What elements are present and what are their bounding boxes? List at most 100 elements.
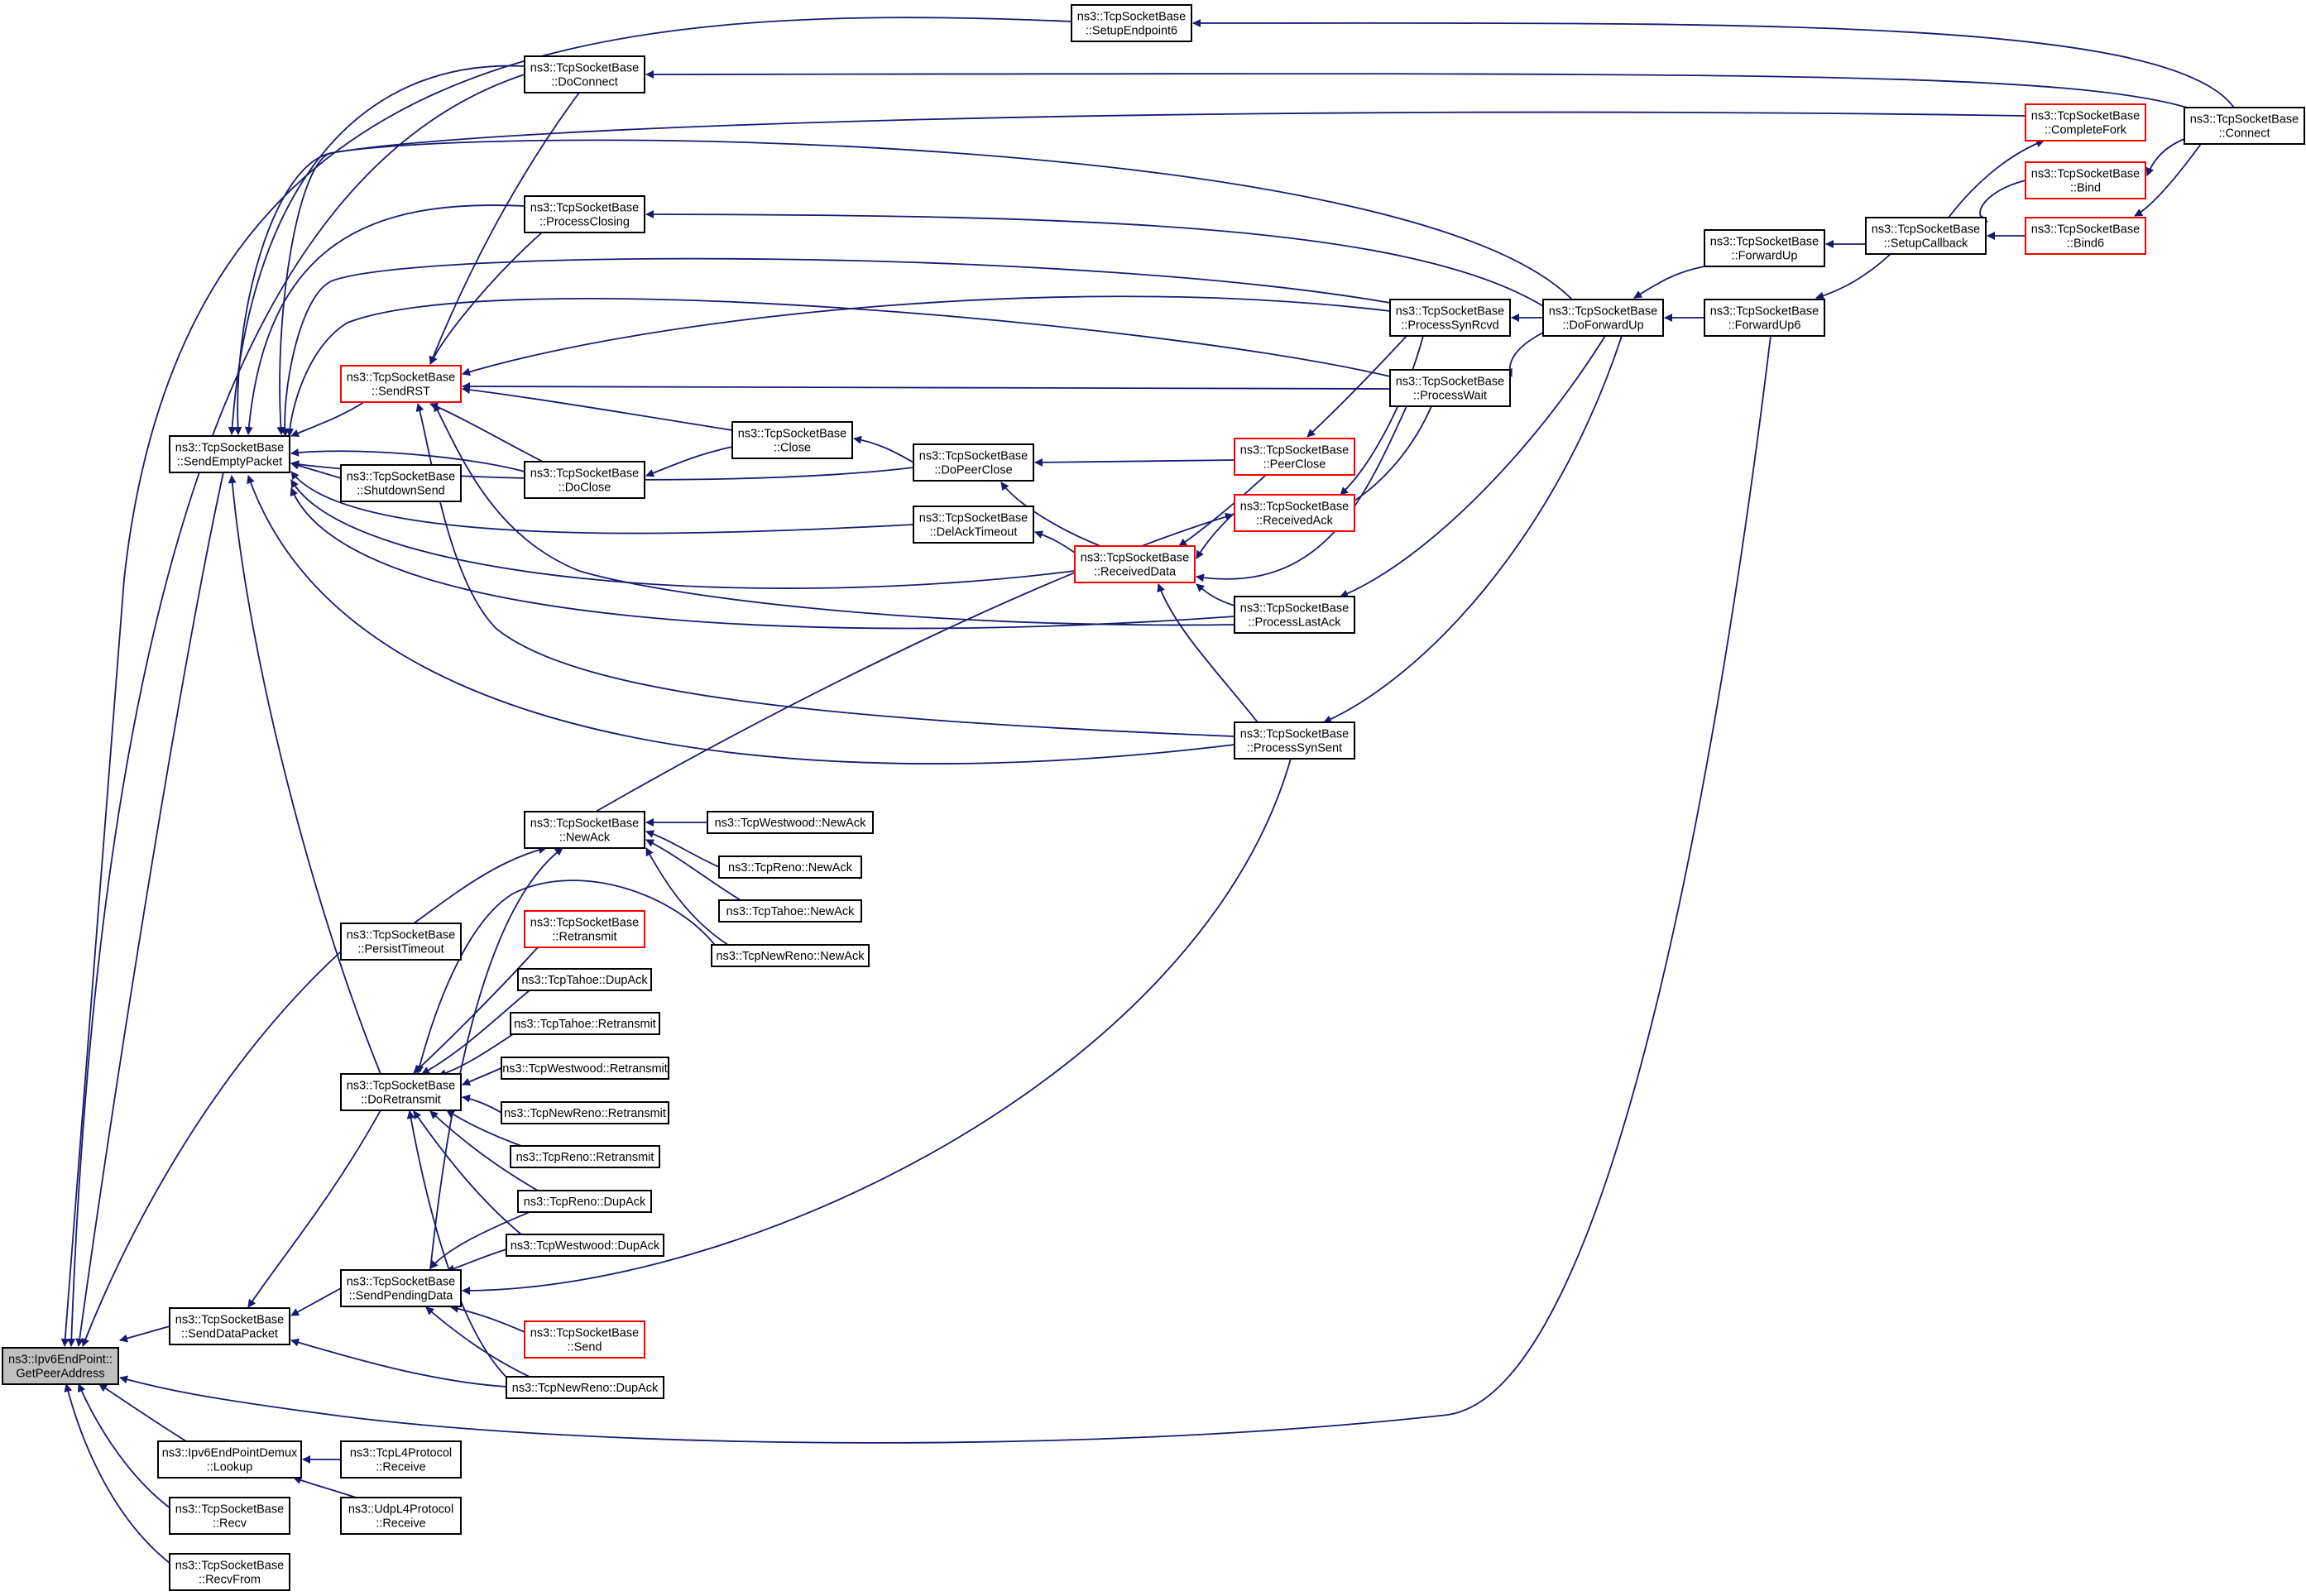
- node-dopeerclose[interactable]: ns3::TcpSocketBase::DoPeerClose: [913, 443, 1034, 482]
- node-reno_retx[interactable]: ns3::TcpReno::Retransmit: [510, 1145, 660, 1168]
- node-box[interactable]: [169, 1307, 290, 1345]
- node-box[interactable]: [1865, 217, 1987, 255]
- node-box[interactable]: [169, 435, 290, 473]
- node-connect[interactable]: ns3::TcpSocketBase::Connect: [2184, 107, 2305, 145]
- node-box[interactable]: [707, 811, 874, 834]
- node-box[interactable]: [157, 1440, 302, 1479]
- node-doclose[interactable]: ns3::TcpSocketBase::DoClose: [524, 461, 645, 499]
- node-close[interactable]: ns3::TcpSocketBase::Close: [731, 421, 853, 459]
- node-box[interactable]: [340, 464, 462, 502]
- node-westwood_retx[interactable]: ns3::TcpWestwood::Retransmit: [501, 1057, 669, 1080]
- node-completefork[interactable]: ns3::TcpSocketBase::CompleteFork: [2025, 103, 2146, 141]
- node-box[interactable]: [2025, 161, 2146, 199]
- node-sendpending[interactable]: ns3::TcpSocketBase::SendPendingData: [340, 1269, 462, 1307]
- node-box[interactable]: [340, 365, 462, 403]
- node-box[interactable]: [524, 461, 645, 499]
- node-sendrst[interactable]: ns3::TcpSocketBase::SendRST: [340, 365, 462, 403]
- node-senddata[interactable]: ns3::TcpSocketBase::SendDataPacket: [169, 1307, 290, 1345]
- node-box[interactable]: [510, 1012, 660, 1035]
- node-peerclose[interactable]: ns3::TcpSocketBase::PeerClose: [1234, 438, 1355, 476]
- node-processclosing[interactable]: ns3::TcpSocketBase::ProcessClosing: [524, 195, 645, 233]
- node-retransmit[interactable]: ns3::TcpSocketBase::Retransmit: [524, 910, 645, 948]
- node-box[interactable]: [517, 1190, 652, 1213]
- node-doretransmit[interactable]: ns3::TcpSocketBase::DoRetransmit: [340, 1073, 462, 1111]
- node-box[interactable]: [2025, 103, 2146, 141]
- node-box[interactable]: [718, 899, 862, 923]
- node-box[interactable]: [913, 443, 1034, 482]
- node-shutdownsend[interactable]: ns3::TcpSocketBase::ShutdownSend: [340, 464, 462, 502]
- node-reno_dupack[interactable]: ns3::TcpReno::DupAck: [517, 1190, 652, 1213]
- node-box[interactable]: [524, 1320, 645, 1359]
- node-newreno_newack[interactable]: ns3::TcpNewReno::NewAck: [711, 944, 870, 967]
- node-tcpl4[interactable]: ns3::TcpL4Protocol::Receive: [340, 1440, 462, 1479]
- node-box[interactable]: [2025, 217, 2146, 255]
- node-reno_newack[interactable]: ns3::TcpReno::NewAck: [718, 856, 862, 879]
- node-box[interactable]: [524, 811, 645, 849]
- node-udpl4[interactable]: ns3::UdpL4Protocol::Receive: [340, 1497, 462, 1535]
- node-box[interactable]: [2184, 107, 2305, 145]
- node-box[interactable]: [524, 55, 645, 93]
- node-persisttimeout[interactable]: ns3::TcpSocketBase::PersistTimeout: [340, 923, 462, 961]
- node-newreno_retx[interactable]: ns3::TcpNewReno::Retransmit: [501, 1101, 669, 1124]
- node-box[interactable]: [711, 944, 870, 967]
- node-westwood_newack[interactable]: ns3::TcpWestwood::NewAck: [707, 811, 874, 834]
- node-box[interactable]: [506, 1234, 664, 1257]
- node-box[interactable]: [1389, 369, 1511, 407]
- node-box[interactable]: [718, 856, 862, 879]
- node-box[interactable]: [501, 1057, 669, 1080]
- node-tahoe_newack[interactable]: ns3::TcpTahoe::NewAck: [718, 899, 862, 923]
- node-getpeer[interactable]: ns3::Ipv6EndPoint::GetPeerAddress: [2, 1347, 119, 1385]
- node-westwood_dupack[interactable]: ns3::TcpWestwood::DupAck: [506, 1234, 664, 1257]
- node-doforwardup[interactable]: ns3::TcpSocketBase::DoForwardUp: [1542, 299, 1664, 337]
- node-box[interactable]: [524, 910, 645, 948]
- node-send[interactable]: ns3::TcpSocketBase::Send: [524, 1320, 645, 1359]
- node-forwardup6[interactable]: ns3::TcpSocketBase::ForwardUp6: [1704, 299, 1825, 337]
- node-box[interactable]: [1704, 299, 1825, 337]
- node-bind6[interactable]: ns3::TcpSocketBase::Bind6: [2025, 217, 2146, 255]
- node-box[interactable]: [340, 1440, 462, 1479]
- node-box[interactable]: [510, 1145, 660, 1168]
- node-box[interactable]: [913, 506, 1034, 544]
- node-box[interactable]: [1074, 545, 1196, 583]
- node-box[interactable]: [501, 1101, 669, 1124]
- node-box[interactable]: [1542, 299, 1664, 337]
- node-newreno_dupack[interactable]: ns3::TcpNewReno::DupAck: [506, 1376, 664, 1399]
- node-box[interactable]: [1389, 299, 1511, 337]
- node-box[interactable]: [2, 1347, 119, 1385]
- node-tahoe_retx[interactable]: ns3::TcpTahoe::Retransmit: [510, 1012, 660, 1035]
- node-box[interactable]: [1071, 4, 1192, 42]
- node-box[interactable]: [1234, 494, 1355, 532]
- node-forwardup[interactable]: ns3::TcpSocketBase::ForwardUp: [1704, 229, 1825, 267]
- node-box[interactable]: [340, 1269, 462, 1307]
- node-box[interactable]: [524, 195, 645, 233]
- node-newack[interactable]: ns3::TcpSocketBase::NewAck: [524, 811, 645, 849]
- node-box[interactable]: [340, 1073, 462, 1111]
- node-recvfrom[interactable]: ns3::TcpSocketBase::RecvFrom: [169, 1553, 290, 1591]
- node-receiveddata[interactable]: ns3::TcpSocketBase::ReceivedData: [1074, 545, 1196, 583]
- node-processsynrcvd[interactable]: ns3::TcpSocketBase::ProcessSynRcvd: [1389, 299, 1511, 337]
- node-box[interactable]: [340, 923, 462, 961]
- node-lookup[interactable]: ns3::Ipv6EndPointDemux::Lookup: [157, 1440, 302, 1479]
- node-box[interactable]: [506, 1376, 664, 1399]
- node-processwait[interactable]: ns3::TcpSocketBase::ProcessWait: [1389, 369, 1511, 407]
- node-bind[interactable]: ns3::TcpSocketBase::Bind: [2025, 161, 2146, 199]
- node-delacktimeout[interactable]: ns3::TcpSocketBase::DelAckTimeout: [913, 506, 1034, 544]
- node-processlastack[interactable]: ns3::TcpSocketBase::ProcessLastAck: [1234, 596, 1355, 634]
- node-recv[interactable]: ns3::TcpSocketBase::Recv: [169, 1497, 290, 1535]
- node-setupcb[interactable]: ns3::TcpSocketBase::SetupCallback: [1865, 217, 1987, 255]
- node-box[interactable]: [517, 968, 652, 991]
- node-sendempty[interactable]: ns3::TcpSocketBase::SendEmptyPacket: [169, 435, 290, 473]
- node-box[interactable]: [169, 1553, 290, 1591]
- node-setupep6[interactable]: ns3::TcpSocketBase::SetupEndpoint6: [1071, 4, 1192, 42]
- node-tahoe_dupack[interactable]: ns3::TcpTahoe::DupAck: [517, 968, 652, 991]
- node-box[interactable]: [340, 1497, 462, 1535]
- node-box[interactable]: [169, 1497, 290, 1535]
- node-box[interactable]: [1234, 721, 1355, 760]
- node-box[interactable]: [1234, 596, 1355, 634]
- node-box[interactable]: [731, 421, 853, 459]
- node-doconnect[interactable]: ns3::TcpSocketBase::DoConnect: [524, 55, 645, 93]
- node-box[interactable]: [1704, 229, 1825, 267]
- node-box[interactable]: [1234, 438, 1355, 476]
- node-processsynsent[interactable]: ns3::TcpSocketBase::ProcessSynSent: [1234, 721, 1355, 760]
- node-receivedack[interactable]: ns3::TcpSocketBase::ReceivedAck: [1234, 494, 1355, 532]
